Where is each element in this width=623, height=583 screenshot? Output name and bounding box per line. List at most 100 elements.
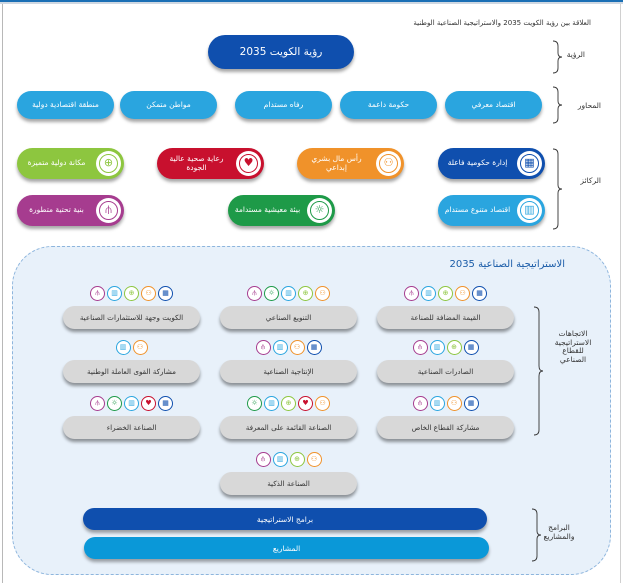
growth-chart-icon: ▥ — [281, 286, 296, 301]
growth-chart-icon: ▥ — [429, 340, 445, 355]
label-directions: الاتجاهات الاستراتيجية للقطاع الصناعي — [554, 329, 592, 364]
direction-pill: مشاركة القوى العاملة الوطنية — [63, 360, 200, 383]
brace-directions — [533, 306, 544, 436]
pillar-icon-row: ⫛▥⊕⚇▦ — [63, 286, 200, 301]
infrastructure-icon: ⫛ — [412, 340, 428, 355]
sun-icon: ☼ — [247, 396, 262, 411]
growth-chart-icon: ▥ — [115, 340, 131, 355]
direction-pill: الإنتاجية الصناعية — [220, 360, 357, 383]
people-icon: ⚇ — [315, 286, 330, 301]
growth-chart-icon: ▥ — [517, 198, 542, 223]
direction-pill: الصناعة القائمة على المعرفة — [220, 416, 357, 439]
pillar-icon-row: ▥⚇ — [63, 340, 200, 355]
growth-chart-icon: ▥ — [429, 396, 445, 411]
pillar-icon-row: ⫛▥⚇▦ — [220, 340, 357, 355]
label-programs: البرامج والمشاريع — [543, 523, 575, 541]
pillar-icon-row: ⫛▥⚇▦ — [377, 396, 514, 411]
brace-programs — [531, 508, 542, 562]
infrastructure-icon: ⫛ — [90, 396, 105, 411]
globe-icon: ⊕ — [438, 286, 453, 301]
axis-sustainable-welfare: رفاه مستدام — [235, 91, 332, 119]
globe-icon: ⊕ — [124, 286, 139, 301]
globe-icon: ⊕ — [96, 151, 121, 176]
strategy-title: الاستراتيجية الصناعية 2035 — [449, 259, 565, 270]
people-icon: ⚇ — [141, 286, 156, 301]
pillar-governance: إدارة حكومية فاعلة▦ — [438, 148, 545, 179]
pillar-label: رأس مال بشري إبداعي — [311, 153, 362, 172]
heart-icon: ♥ — [141, 396, 156, 411]
pillar-icon-row: ☼▥⊕♥⚇ — [220, 396, 357, 411]
axis-international-economic-zone: منطقة اقتصادية دولية — [17, 91, 114, 119]
label-axes: المحاور — [577, 101, 601, 110]
infrastructure-icon: ⫛ — [247, 286, 262, 301]
people-icon: ⚇ — [376, 151, 401, 176]
pillar-health: رعاية صحية عالية الجودة ♥ — [157, 148, 264, 179]
direction-pill: القيمة المضافة للصناعة — [377, 306, 514, 329]
direction-pill: التنويع الصناعي — [220, 306, 357, 329]
sun-icon: ☼ — [107, 396, 122, 411]
sun-icon: ☼ — [307, 198, 332, 223]
heart-icon: ♥ — [236, 151, 261, 176]
infrastructure-icon: ⫛ — [255, 452, 271, 467]
vision-pill: رؤية الكويت 2035 — [208, 35, 354, 69]
growth-chart-icon: ▥ — [264, 396, 279, 411]
growth-chart-icon: ▥ — [421, 286, 436, 301]
puzzle-icon: ▦ — [306, 340, 322, 355]
pillar-icon-row: ⫛☼▥⊕⚇ — [220, 286, 357, 301]
pillar-label: بيئة معيشية مستدامة — [234, 205, 301, 215]
pillar-human: رأس مال بشري إبداعي ⚇ — [297, 148, 404, 179]
growth-chart-icon: ▥ — [124, 396, 139, 411]
infrastructure-icon: ⫛ — [90, 286, 105, 301]
people-icon: ⚇ — [446, 396, 462, 411]
pillar-label: رعاية صحية عالية الجودة — [169, 153, 224, 172]
pillar-icon-row: ⫛☼▥♥▦ — [63, 396, 200, 411]
infrastructure-icon: ⫛ — [96, 198, 121, 223]
people-icon: ⚇ — [289, 340, 305, 355]
direction-pill: الصناعة الخضراء — [63, 416, 200, 439]
people-icon: ⚇ — [315, 396, 330, 411]
infrastructure-icon: ⫛ — [412, 396, 428, 411]
page-heading: العلاقة بين رؤية الكويت 2035 والاستراتيج… — [413, 19, 591, 27]
direction-pill: مشاركة القطاع الخاص — [377, 416, 514, 439]
heart-icon: ♥ — [298, 396, 313, 411]
growth-chart-icon: ▥ — [107, 286, 122, 301]
brace-axes — [552, 86, 563, 124]
puzzle-icon: ▦ — [463, 396, 479, 411]
pillar-icon-row: ⫛▥⊕⚇▦ — [377, 286, 514, 301]
pillar-label: بنية تحتية متطورة — [29, 205, 84, 215]
brace-pillars — [552, 148, 563, 230]
direction-pill: الصناعة الذكية — [220, 472, 357, 495]
label-vision: الرؤية — [566, 50, 585, 59]
direction-pill: الكويت وجهة للاستثمارات الصناعية — [63, 306, 200, 329]
infrastructure-icon: ⫛ — [255, 340, 271, 355]
strategic-programs-bar: برامج الاستراتيجية — [83, 508, 487, 530]
people-icon: ⚇ — [306, 452, 322, 467]
growth-chart-icon: ▥ — [272, 340, 288, 355]
globe-icon: ⊕ — [446, 340, 462, 355]
pillar-label: مكانة دولية متميزة — [27, 158, 86, 168]
globe-icon: ⊕ — [281, 396, 296, 411]
pillar-icon-row: ⫛▥⊕⚇ — [220, 452, 357, 467]
puzzle-icon: ▦ — [463, 340, 479, 355]
brace-vision — [552, 40, 563, 74]
puzzle-icon: ▦ — [472, 286, 487, 301]
projects-bar: المشاريع — [84, 537, 489, 559]
pillar-environment: بيئة معيشية مستدامة ☼ — [228, 195, 335, 226]
label-pillars: الركائز — [580, 176, 601, 185]
globe-icon: ⊕ — [289, 452, 305, 467]
pillar-infrastructure: بنية تحتية متطورة ⫛ — [17, 195, 124, 226]
puzzle-icon: ▦ — [158, 286, 173, 301]
puzzle-icon: ▦ — [158, 396, 173, 411]
people-icon: ⚇ — [132, 340, 148, 355]
pillar-economy: اقتصاد متنوع مستدام ▥ — [438, 195, 545, 226]
axis-empowered-citizen: مواطن متمكن — [120, 91, 217, 119]
pillar-icon-row: ⫛▥⊕▦ — [377, 340, 514, 355]
axis-knowledge-economy: اقتصاد معرفي — [445, 91, 542, 119]
people-icon: ⚇ — [455, 286, 470, 301]
growth-chart-icon: ▥ — [272, 452, 288, 467]
pillar-label: اقتصاد متنوع مستدام — [444, 205, 511, 215]
globe-icon: ⊕ — [298, 286, 313, 301]
infrastructure-icon: ⫛ — [404, 286, 419, 301]
pillar-label: إدارة حكومية فاعلة — [447, 158, 508, 168]
